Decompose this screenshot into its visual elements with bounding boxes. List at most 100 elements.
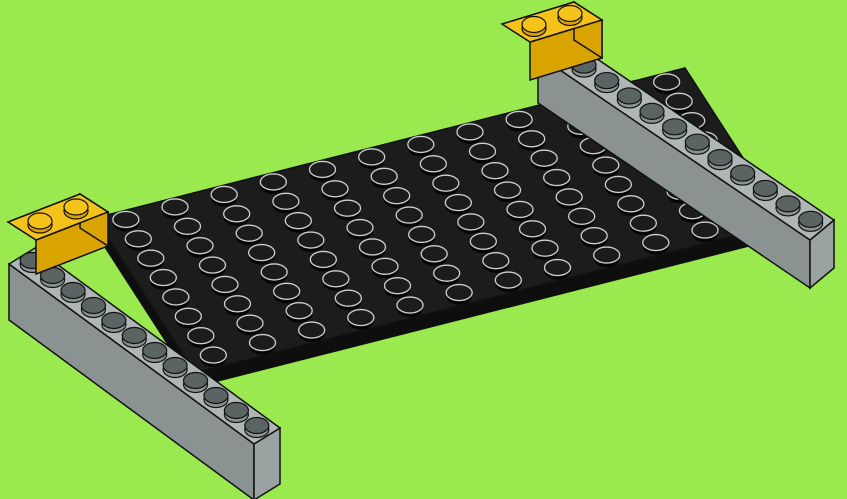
right-gray-brick-stud <box>640 103 664 119</box>
plate-stud <box>274 283 300 299</box>
right-gray-brick-stud <box>685 134 709 150</box>
left-gray-brick-stud <box>245 418 269 434</box>
left-yellow-brick-stud <box>28 213 52 229</box>
plate-stud <box>532 240 558 256</box>
plate-stud <box>495 272 521 288</box>
plate-stud <box>371 168 397 184</box>
plate-stud <box>654 74 680 90</box>
plate-stud <box>286 303 312 319</box>
plate-stud <box>212 276 238 292</box>
plate-stud <box>692 222 718 238</box>
right-gray-brick-stud <box>799 211 823 227</box>
plate-stud <box>372 258 398 274</box>
right-gray-brick-stud <box>753 180 777 196</box>
plate-stud <box>310 251 336 267</box>
plate-stud <box>408 136 434 152</box>
left-gray-brick-stud <box>184 373 208 389</box>
plate-stud <box>396 207 422 223</box>
plate-stud <box>384 188 410 204</box>
right-yellow-brick-stud <box>558 6 582 22</box>
plate-stud <box>163 289 189 305</box>
plate-stud <box>520 221 546 237</box>
plate-stud <box>236 225 262 241</box>
plate-stud <box>483 253 509 269</box>
right-gray-brick-stud <box>617 88 641 104</box>
plate-stud <box>569 208 595 224</box>
plate-stud <box>224 206 250 222</box>
plate-stud <box>322 181 348 197</box>
plate-stud <box>359 149 385 165</box>
plate-stud <box>335 290 361 306</box>
plate-stud <box>605 176 631 192</box>
plate-stud <box>200 257 226 273</box>
plate-stud <box>420 156 446 172</box>
plate-stud <box>188 328 214 344</box>
left-gray-brick-stud <box>163 358 187 374</box>
right-gray-brick-stud <box>708 150 732 166</box>
plate-stud <box>446 285 472 301</box>
plate-stud <box>545 260 571 276</box>
plate-stud <box>347 220 373 236</box>
plate-stud <box>506 111 532 127</box>
plate-stud <box>470 233 496 249</box>
plate-stud <box>162 199 188 215</box>
plate-stud <box>482 163 508 179</box>
left-gray-brick-stud <box>143 343 167 359</box>
plate-stud <box>643 235 669 251</box>
plate-stud <box>594 247 620 263</box>
plate-stud <box>273 193 299 209</box>
right-gray-brick-stud <box>776 196 800 212</box>
left-gray-brick-stud <box>204 388 228 404</box>
plate-stud <box>125 231 151 247</box>
plate-stud <box>519 131 545 147</box>
left-gray-brick-stud <box>224 403 248 419</box>
left-gray-brick-stud <box>102 313 126 329</box>
plate-stud <box>470 143 496 159</box>
plate-stud <box>593 157 619 173</box>
plate-stud <box>544 170 570 186</box>
plate-stud <box>618 196 644 212</box>
plate-stud <box>285 213 311 229</box>
plate-stud <box>187 238 213 254</box>
right-gray-brick-stud <box>595 73 619 89</box>
right-gray-brick-stud <box>663 119 687 135</box>
plate-stud <box>409 226 435 242</box>
plate-stud <box>360 239 386 255</box>
plate-stud <box>150 270 176 286</box>
plate-stud <box>666 93 692 109</box>
plate-stud <box>323 271 349 287</box>
plate-stud <box>556 189 582 205</box>
plate-stud <box>335 200 361 216</box>
plate-stud <box>299 322 325 338</box>
plate-stud <box>237 315 263 331</box>
plate-stud <box>397 297 423 313</box>
plate-stud <box>211 186 237 202</box>
plate-stud <box>250 335 276 351</box>
right-yellow-brick-stud <box>522 17 546 33</box>
plate-stud <box>260 174 286 190</box>
plate-stud <box>385 278 411 294</box>
plate-stud <box>225 296 251 312</box>
plate-stud <box>630 215 656 231</box>
plate-stud <box>457 124 483 140</box>
plate-stud <box>200 347 226 363</box>
plate-stud <box>175 308 201 324</box>
plate-stud <box>298 232 324 248</box>
plate-stud <box>507 201 533 217</box>
plate-stud <box>175 218 201 234</box>
left-gray-brick-stud <box>122 328 146 344</box>
plate-stud <box>113 211 139 227</box>
left-gray-brick-stud <box>81 298 105 314</box>
plate-stud <box>261 264 287 280</box>
plate-stud <box>445 195 471 211</box>
plate-stud <box>421 246 447 262</box>
left-gray-brick-stud <box>61 283 85 299</box>
right-gray-brick-stud <box>731 165 755 181</box>
plate-stud <box>581 228 607 244</box>
plate-stud <box>310 161 336 177</box>
plate-stud <box>495 182 521 198</box>
plate-stud <box>348 310 374 326</box>
plate-stud <box>433 175 459 191</box>
